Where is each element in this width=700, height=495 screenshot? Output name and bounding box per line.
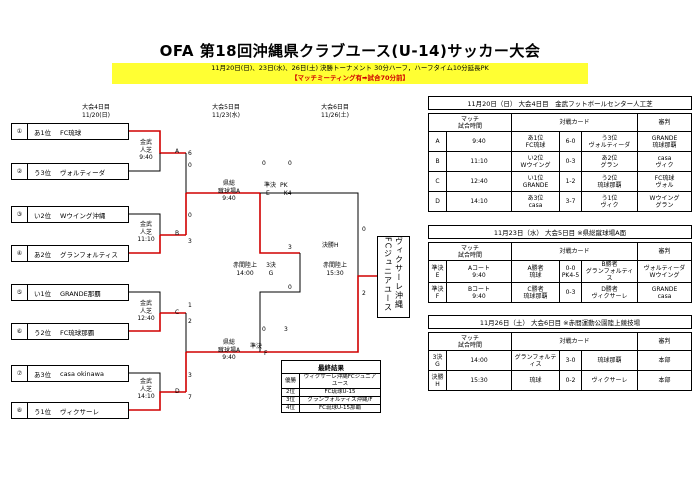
score-b-bot: 3 [188, 238, 192, 245]
match-d-label: D [175, 388, 180, 395]
semifinal-f-label: 準決 [250, 343, 263, 350]
result-row: 3位グランフォルティス沖縄/F [281, 396, 381, 405]
table-day4-header: 11月20日（日） 大会4日目 金武フットボールセンター人工芝 [428, 96, 692, 110]
table-day6-header: 11月26日（土） 大会6日目 ※赤間運動公園陸上競技場 [428, 315, 692, 329]
third-score-bot: 0 [288, 284, 292, 291]
schedule-table-day6: 11月26日（土） 大会6日目 ※赤間運動公園陸上競技場 マッチ 試合時間 対戦… [428, 315, 692, 391]
final-score-bot: 2 [362, 290, 366, 297]
table-header-row: マッチ 試合時間 対戦カード 審判 [428, 242, 692, 261]
score-c-top: 1 [188, 302, 192, 309]
champion-name: ヴィクサーレ沖縄FCジュニアユース [383, 237, 404, 313]
score-e-bot: 0 [288, 160, 292, 167]
table-header-row: マッチ 試合時間 対戦カード 審判 [428, 113, 692, 132]
final-results-title: 最終結果 [281, 360, 381, 373]
subtitle-schedule: 11月20日(日)、23日(水)、26日(土) 決勝トーナメント 30分ハーフ，… [211, 64, 489, 72]
score-e-top: 0 [262, 160, 266, 167]
schedule-table-day4: 11月20日（日） 大会4日目 金武フットボールセンター人工芝 マッチ 試合時間… [428, 96, 692, 212]
final-label: 決勝H [322, 242, 339, 249]
table-header-row: マッチ 試合時間 対戦カード 審判 [428, 332, 692, 351]
schedule-table-day5: 11月23日（水） 大会5日目 ※県総蹴球場A面 マッチ 試合時間 対戦カード … [428, 225, 692, 303]
score-a-bot: 0 [188, 162, 192, 169]
final-score-top: 0 [362, 226, 366, 233]
semifinal-f-id: F [264, 350, 268, 357]
score-a-top: 6 [188, 150, 192, 157]
match-a-label: A [175, 148, 180, 155]
score-f-bot: 3 [284, 326, 288, 333]
score-b-top: 0 [188, 212, 192, 219]
score-d-top: 3 [188, 372, 192, 379]
score-d-bot: 7 [188, 394, 192, 401]
score-c-bot: 2 [188, 318, 192, 325]
subtitle-banner: 11月20日(日)、23日(水)、26日(土) 決勝トーナメント 30分ハーフ，… [112, 63, 588, 84]
champion-box: ヴィクサーレ沖縄FCジュニアユース [377, 236, 410, 318]
subtitle-meeting: 【マッチミーティング有➡試合70分前】 [290, 74, 410, 82]
score-f-top: 0 [262, 326, 266, 333]
match-c-label: C [175, 309, 180, 316]
table-day5-header: 11月23日（水） 大会5日目 ※県総蹴球場A面 [428, 225, 692, 239]
match-b-label: B [175, 230, 180, 237]
page-title: OFA 第18回沖縄県クラブユース(U-14)サッカー大会 [159, 42, 541, 60]
third-score-top: 3 [288, 244, 292, 251]
result-row: 優勝ヴィクサーレ沖縄FCジュニアユース [281, 373, 381, 389]
